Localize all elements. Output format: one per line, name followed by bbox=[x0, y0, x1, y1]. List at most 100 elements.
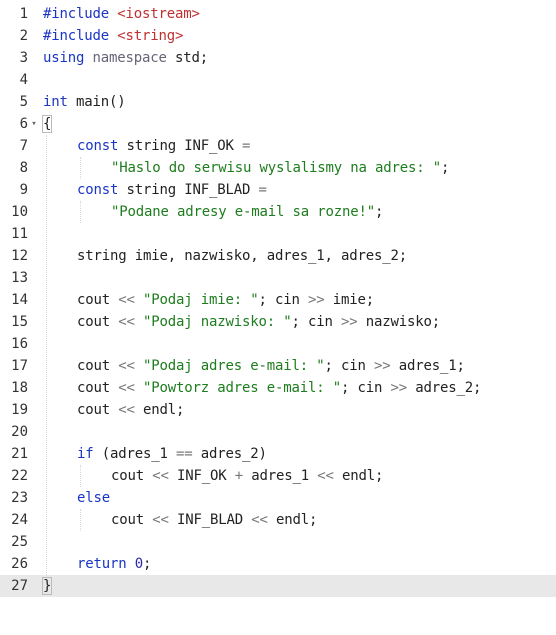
line-number: 5 bbox=[19, 94, 28, 110]
code-token: + bbox=[234, 468, 252, 484]
code-token: << bbox=[118, 358, 143, 374]
code-line[interactable]: 1 #include <iostream> bbox=[0, 3, 556, 25]
code-token: if bbox=[77, 446, 102, 462]
code-token: endl; bbox=[276, 512, 318, 528]
code-token: string INF_BLAD bbox=[126, 182, 259, 198]
indent-guide bbox=[80, 509, 81, 531]
code-token: const bbox=[77, 182, 127, 198]
code-token: >> bbox=[373, 358, 399, 374]
line-number: 19 bbox=[11, 402, 28, 418]
code-token: ; bbox=[143, 556, 152, 572]
code-token: = bbox=[241, 138, 251, 154]
code-token: cout bbox=[77, 314, 119, 330]
code-line[interactable]: 25 bbox=[0, 531, 556, 553]
code-text: using namespace std; bbox=[43, 47, 208, 69]
code-line[interactable]: 6▾{ bbox=[0, 113, 556, 135]
code-line[interactable]: 20 bbox=[0, 421, 556, 443]
line-number: 9 bbox=[19, 182, 28, 198]
code-token: "Powtorz adres e-mail: " bbox=[143, 380, 341, 396]
code-token: INF_BLAD bbox=[177, 512, 252, 528]
code-text: const string INF_OK = bbox=[77, 135, 250, 157]
code-text: cout << "Podaj imie: "; cin >> imie; bbox=[77, 289, 374, 311]
code-token: cout bbox=[111, 512, 153, 528]
code-text: { bbox=[41, 113, 53, 135]
code-line[interactable]: 4 bbox=[0, 69, 556, 91]
code-token: ; cin bbox=[324, 358, 374, 374]
code-line[interactable]: 9 const string INF_BLAD = bbox=[0, 179, 556, 201]
code-token: { bbox=[41, 115, 53, 133]
line-number: 25 bbox=[11, 534, 28, 550]
line-number: 4 bbox=[19, 72, 28, 88]
code-token: "Haslo do serwisu wyslalismy na adres: " bbox=[111, 160, 441, 176]
code-token: std; bbox=[175, 50, 208, 66]
code-line[interactable]: 13 bbox=[0, 267, 556, 289]
line-number: 1 bbox=[19, 6, 28, 22]
code-token: endl; bbox=[143, 402, 185, 418]
code-token: cout bbox=[77, 380, 119, 396]
indent-guide bbox=[80, 465, 81, 487]
code-token: main() bbox=[76, 94, 126, 110]
code-token: ; cin bbox=[258, 292, 308, 308]
line-number: 26 bbox=[11, 556, 28, 572]
code-line[interactable]: 11 bbox=[0, 223, 556, 245]
code-token: >> bbox=[307, 292, 333, 308]
line-number: 12 bbox=[11, 248, 28, 264]
code-token: #include bbox=[43, 28, 118, 44]
line-number: 27 bbox=[11, 578, 28, 594]
code-text: cout << "Powtorz adres e-mail: "; cin >>… bbox=[77, 377, 481, 399]
code-text: #include <iostream> bbox=[43, 3, 200, 25]
line-number: 23 bbox=[11, 490, 28, 506]
code-token: else bbox=[77, 490, 110, 506]
line-number: 15 bbox=[11, 314, 28, 330]
code-line[interactable]: 12 string imie, nazwisko, adres_1, adres_… bbox=[0, 245, 556, 267]
code-token: == bbox=[176, 446, 201, 462]
code-token: = bbox=[258, 182, 267, 198]
code-line[interactable]: 5 int main() bbox=[0, 91, 556, 113]
code-line[interactable]: 19 cout << endl; bbox=[0, 399, 556, 421]
code-token: >> bbox=[340, 314, 366, 330]
code-line[interactable]: 8"Haslo do serwisu wyslalismy na adres: … bbox=[0, 157, 556, 179]
code-token: string INF_OK bbox=[126, 138, 242, 154]
code-token: (adres_1 bbox=[101, 446, 176, 462]
code-token: <iostream> bbox=[117, 6, 200, 22]
code-token: ; bbox=[440, 160, 450, 176]
code-token: imie; bbox=[332, 292, 374, 308]
line-number: 2 bbox=[19, 28, 28, 44]
line-number: 20 bbox=[11, 424, 28, 440]
line-number: 16 bbox=[11, 336, 28, 352]
code-token: const bbox=[77, 138, 127, 154]
code-token: << bbox=[317, 468, 342, 484]
code-line[interactable]: 16 bbox=[0, 333, 556, 355]
code-token: } bbox=[41, 577, 53, 595]
code-token: cout bbox=[77, 402, 119, 418]
indent-guide bbox=[80, 157, 81, 179]
code-token: << bbox=[118, 292, 143, 308]
code-line[interactable]: 2#include <string> bbox=[0, 25, 556, 47]
code-line[interactable]: 10"Podane adresy e-mail sa rozne!"; bbox=[0, 201, 556, 223]
fold-arrow-icon[interactable]: ▾ bbox=[31, 119, 37, 129]
code-line[interactable]: 23 else bbox=[0, 487, 556, 509]
code-text: "Podane adresy e-mail sa rozne!"; bbox=[111, 201, 383, 223]
indent-guide bbox=[80, 201, 81, 223]
code-token: cout bbox=[111, 468, 153, 484]
code-text: const string INF_BLAD = bbox=[77, 179, 267, 201]
code-text: cout << endl; bbox=[77, 399, 184, 421]
code-line[interactable]: 27} bbox=[0, 575, 556, 597]
code-text: else bbox=[77, 487, 110, 509]
code-token: adres_1 bbox=[251, 468, 318, 484]
code-text: string imie, nazwisko, adres_1, adres_2; bbox=[77, 245, 407, 267]
code-token: #include bbox=[43, 6, 118, 22]
code-token: int bbox=[43, 94, 76, 110]
code-token: using bbox=[43, 50, 93, 66]
